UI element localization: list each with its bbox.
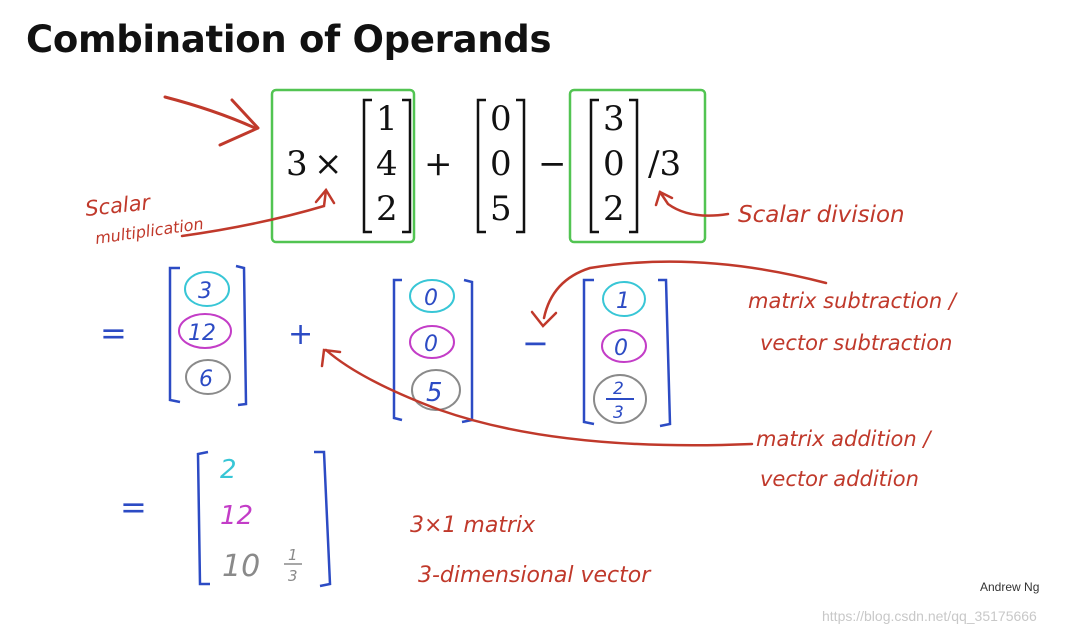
step1-vec-c-circle-magenta — [601, 329, 647, 363]
minus-sign: − — [538, 144, 567, 184]
step1-vec-c-circle-gray — [593, 374, 647, 424]
label-3x1-matrix: 3×1 matrix — [410, 513, 536, 538]
vec-b-right-bracket — [516, 98, 526, 234]
vec-b-entry-3: 5 — [490, 189, 512, 229]
green-box-scalar-mult — [270, 88, 416, 244]
step1-vec-a-entry-1: 3 — [198, 279, 212, 304]
step1-vec-a-right-bracket — [235, 264, 248, 407]
arrow-icon-scalar-mult — [180, 188, 328, 238]
step1-vec-c-entry-1: 1 — [616, 289, 630, 314]
vec-b-entry-1: 0 — [490, 99, 512, 139]
step1-vec-b-circle-gray — [411, 369, 461, 411]
label-matrix-addition: matrix addition / — [756, 427, 932, 451]
times-sign: × — [314, 144, 343, 184]
arrow-head-icon-addition — [320, 348, 342, 368]
vec-c-entry-1: 3 — [603, 99, 625, 139]
vec-c-entry-2: 0 — [603, 144, 625, 184]
step1-vec-c-left-bracket — [582, 278, 595, 426]
step1-plus: + — [288, 317, 313, 352]
vec-b-left-bracket — [476, 98, 486, 234]
arrow-icon-subtraction — [542, 260, 828, 320]
step1-vec-c-right-bracket — [658, 278, 672, 428]
step1-vec-a-entry-2: 12 — [188, 321, 216, 346]
step1-vec-b-left-bracket — [392, 278, 403, 422]
step1-minus: − — [522, 324, 549, 362]
step1-vec-a-entry-3: 6 — [199, 367, 213, 392]
vec-c-entry-3: 2 — [603, 189, 625, 229]
step1-vec-b-right-bracket — [461, 278, 474, 424]
arrow-icon-to-expression — [163, 95, 257, 130]
label-vector-addition: vector addition — [760, 467, 919, 491]
step1-vec-c-frac-den: 3 — [613, 403, 624, 423]
vec-a-right-bracket — [402, 98, 412, 234]
step2-frac-den: 3 — [288, 567, 298, 585]
label-3-dimensional-vector: 3-dimensional vector — [418, 563, 652, 588]
step1-vec-b-circle-cyan — [409, 279, 455, 313]
step1-circle-gray — [185, 359, 231, 395]
step1-vec-a-left-bracket — [168, 266, 181, 404]
step2-entry-1: 2 — [220, 455, 237, 485]
arrow-head-icon-scalar-mult — [314, 187, 336, 205]
label-multiplication: multiplication — [94, 214, 205, 248]
author-credit: Andrew Ng — [980, 580, 1040, 594]
step1-vec-b-entry-2: 0 — [424, 332, 438, 357]
step2-entry-3: 10 — [222, 549, 260, 584]
step1-vec-b-circle-magenta — [409, 325, 455, 359]
vec-a-entry-1: 1 — [376, 99, 398, 139]
label-vector-subtraction: vector subtraction — [760, 331, 952, 355]
step1-equals: = — [100, 314, 127, 352]
step2-equals: = — [120, 488, 147, 526]
step1-vec-b-entry-1: 0 — [424, 286, 438, 311]
step2-right-bracket — [314, 450, 332, 588]
vec-a-left-bracket — [362, 98, 372, 234]
vec-b-entry-2: 0 — [490, 144, 512, 184]
divide-by-three: /3 — [648, 144, 681, 184]
plus-sign: + — [424, 144, 453, 184]
vec-c-right-bracket — [629, 98, 639, 234]
label-scalar-division: Scalar division — [738, 202, 905, 228]
slide-title: Combination of Operands — [26, 18, 552, 61]
step1-vec-c-circle-cyan — [602, 281, 646, 317]
step2-entry-2: 12 — [220, 501, 253, 531]
label-matrix-subtraction: matrix subtraction / — [748, 289, 958, 313]
step1-circle-cyan — [184, 271, 230, 307]
scalar-three: 3 — [286, 144, 308, 184]
arrow-icon-scalar-div — [658, 190, 730, 217]
step1-vec-b-entry-3: 5 — [426, 378, 443, 408]
step1-vec-c-entry-2: 0 — [614, 336, 628, 361]
arrow-head-icon-scalar-div — [654, 190, 674, 207]
label-scalar: Scalar — [84, 190, 153, 221]
step2-frac-num: 1 — [288, 546, 298, 564]
step1-circle-magenta — [178, 313, 232, 349]
green-box-scalar-div — [568, 88, 707, 244]
vec-a-entry-2: 4 — [376, 144, 398, 184]
vec-a-entry-3: 2 — [376, 189, 398, 229]
vec-c-left-bracket — [589, 98, 599, 234]
watermark-url: https://blog.csdn.net/qq_35175666 — [822, 608, 1037, 624]
arrow-head-icon-expression — [218, 98, 260, 147]
arrow-icon-addition — [324, 348, 754, 447]
arrow-head-icon-subtraction — [530, 310, 558, 328]
step1-vec-c-frac-num: 2 — [613, 379, 624, 399]
step2-left-bracket — [196, 450, 210, 586]
